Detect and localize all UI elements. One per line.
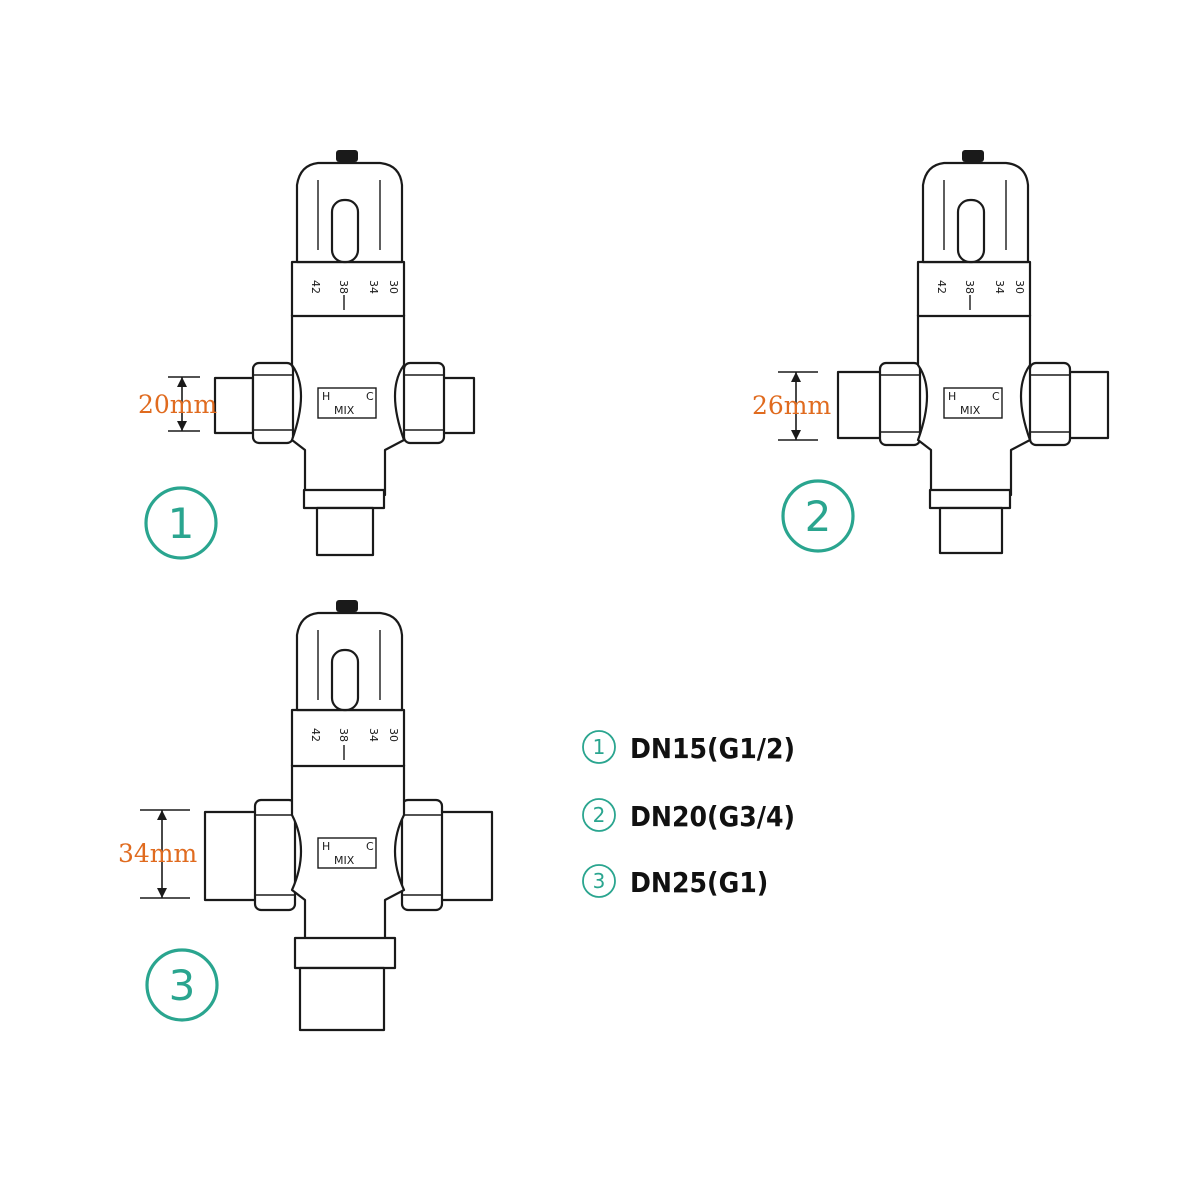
dial-number: 30 <box>387 728 400 742</box>
valve-3-number-badge: 3 <box>145 948 219 1022</box>
valve-2-number-badge: 2 <box>781 479 855 553</box>
size-legend: 1 DN15(G1/2) 2 DN20(G3/4) 3 DN25(G1) <box>582 730 795 899</box>
dial-number: 34 <box>367 280 380 294</box>
cold-label: C <box>992 390 1000 403</box>
badge-number: 1 <box>168 499 195 548</box>
valve-1-lever <box>330 198 360 264</box>
legend-item: 3 DN25(G1) <box>582 864 768 899</box>
badge-number: 3 <box>169 961 196 1010</box>
legend-text: DN15(G1/2) <box>630 732 795 765</box>
valve-2-right-pipe <box>1066 370 1110 440</box>
dial-number: 42 <box>309 280 322 294</box>
dial-number: 38 <box>963 280 976 294</box>
dial-number: 42 <box>309 728 322 742</box>
valve-1 <box>213 150 476 557</box>
valve-2-dial-numbers: 42 38 34 30 <box>935 280 1026 294</box>
valve-1-dial-numbers: 42 38 34 30 <box>309 280 400 294</box>
hot-label: H <box>948 390 956 403</box>
valve-2-label-plate: H C MIX <box>943 387 1003 419</box>
valve-2 <box>836 150 1110 555</box>
legend-number: 1 <box>593 735 606 759</box>
badge-number: 2 <box>805 492 832 541</box>
dimension-label: 20mm <box>138 390 218 419</box>
dial-number: 38 <box>337 280 350 294</box>
legend-number: 3 <box>593 869 606 893</box>
valve-2-bottom-pipe <box>938 506 1004 555</box>
mix-label: MIX <box>960 404 981 417</box>
valve-3-dimension: 34mm <box>118 809 198 899</box>
valve-2-right-nut <box>1028 361 1072 447</box>
dial-number: 34 <box>367 728 380 742</box>
valve-1-left-nut <box>251 361 295 445</box>
legend-text: DN20(G3/4) <box>630 800 795 833</box>
valve-3-bottom-nut <box>293 936 397 970</box>
hot-label: H <box>322 390 330 403</box>
valve-1-label-plate: H C MIX <box>317 387 377 419</box>
dial-number: 34 <box>993 280 1006 294</box>
valve-2-dial <box>916 260 1032 318</box>
dimension-label: 34mm <box>118 839 198 868</box>
legend-item: 1 DN15(G1/2) <box>582 730 795 765</box>
valve-3-bottom-pipe <box>298 966 386 1032</box>
valve-3 <box>203 600 494 1032</box>
hot-label: H <box>322 840 330 853</box>
valve-3-dial-numbers: 42 38 34 30 <box>309 728 400 742</box>
dial-number: 42 <box>935 280 948 294</box>
valve-1-dimension: 20mm <box>138 376 218 432</box>
valve-3-label-plate: H C MIX <box>317 837 377 869</box>
dial-number: 30 <box>387 280 400 294</box>
valve-3-right-pipe <box>438 810 494 902</box>
valve-2-lever <box>956 198 986 264</box>
valve-3-lever <box>330 648 360 712</box>
valve-1-bottom-pipe <box>315 506 375 557</box>
valve-3-body <box>290 763 406 942</box>
dimension-label: 26mm <box>752 391 832 420</box>
legend-number: 2 <box>593 803 606 827</box>
dial-number: 30 <box>1013 280 1026 294</box>
valve-1-right-nut <box>402 361 446 445</box>
valve-3-dial <box>290 708 406 768</box>
cold-label: C <box>366 390 374 403</box>
valve-2-left-nut <box>878 361 922 447</box>
valve-1-right-pipe <box>440 376 476 435</box>
valve-3-left-pipe <box>203 810 259 902</box>
dial-number: 38 <box>337 728 350 742</box>
valve-2-left-pipe <box>836 370 886 440</box>
valve-3-left-nut <box>253 798 297 912</box>
mix-label: MIX <box>334 404 355 417</box>
legend-item: 2 DN20(G3/4) <box>582 798 795 833</box>
valve-1-left-pipe <box>213 376 255 435</box>
valve-2-bottom-nut <box>928 488 1012 510</box>
mix-label: MIX <box>334 854 355 867</box>
cold-label: C <box>366 840 374 853</box>
valve-2-dimension: 26mm <box>752 371 832 441</box>
legend-text: DN25(G1) <box>630 866 768 899</box>
valve-3-right-nut <box>400 798 444 912</box>
valve-1-number-badge: 1 <box>144 486 218 560</box>
valve-1-bottom-nut <box>302 488 386 510</box>
